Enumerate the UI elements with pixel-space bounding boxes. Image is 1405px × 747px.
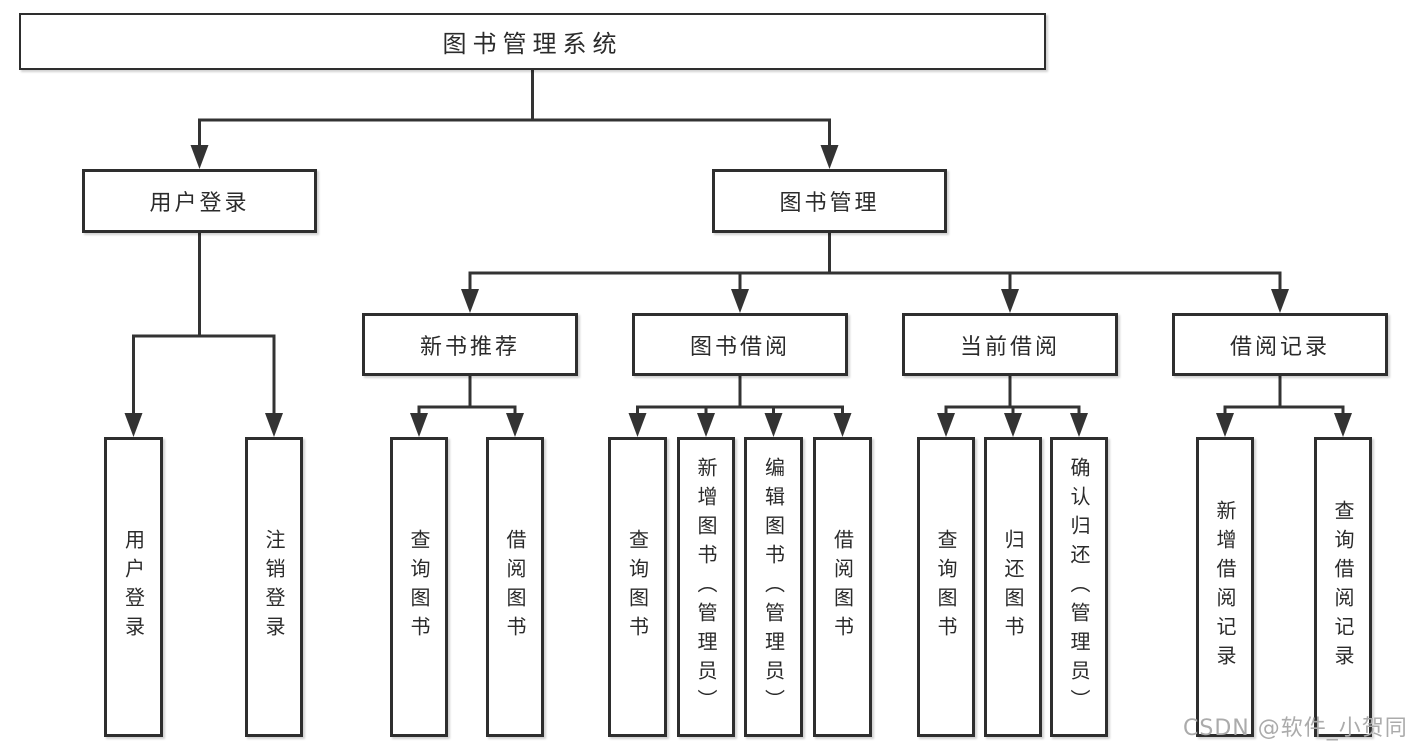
leaf-edit-book-admin: 编辑图书（管理员） [744, 437, 803, 737]
node-book-borrowing: 图书借阅 [632, 313, 848, 376]
node-borrowing-records: 借阅记录 [1172, 313, 1388, 376]
leaf-borrow-book-2: 借阅图书 [813, 437, 872, 737]
leaf-query-book-3: 查询图书 [917, 437, 975, 737]
watermark: CSDN @软件_小贺同学 [1183, 716, 1405, 741]
leaf-query-book-2: 查询图书 [608, 437, 667, 737]
leaf-add-book-admin: 新增图书（管理员） [677, 437, 735, 737]
node-user-login: 用户登录 [82, 169, 317, 233]
leaf-query-book-1: 查询图书 [390, 437, 448, 737]
leaf-return-book: 归还图书 [984, 437, 1042, 737]
node-library-system: 图书管理系统 [19, 13, 1046, 70]
leaf-add-borrow-record: 新增借阅记录 [1196, 437, 1254, 737]
leaf-user-login: 用户登录 [104, 437, 163, 737]
node-current-borrowing: 当前借阅 [902, 313, 1118, 376]
leaf-confirm-return-admin: 确认归还（管理员） [1050, 437, 1108, 737]
arrowhead-icons [124, 145, 1352, 437]
leaf-query-borrow-record: 查询借阅记录 [1314, 437, 1372, 737]
leaf-logout: 注销登录 [245, 437, 303, 737]
node-book-management: 图书管理 [712, 169, 947, 233]
leaf-borrow-book-1: 借阅图书 [486, 437, 544, 737]
node-new-book-recommendation: 新书推荐 [362, 313, 578, 376]
